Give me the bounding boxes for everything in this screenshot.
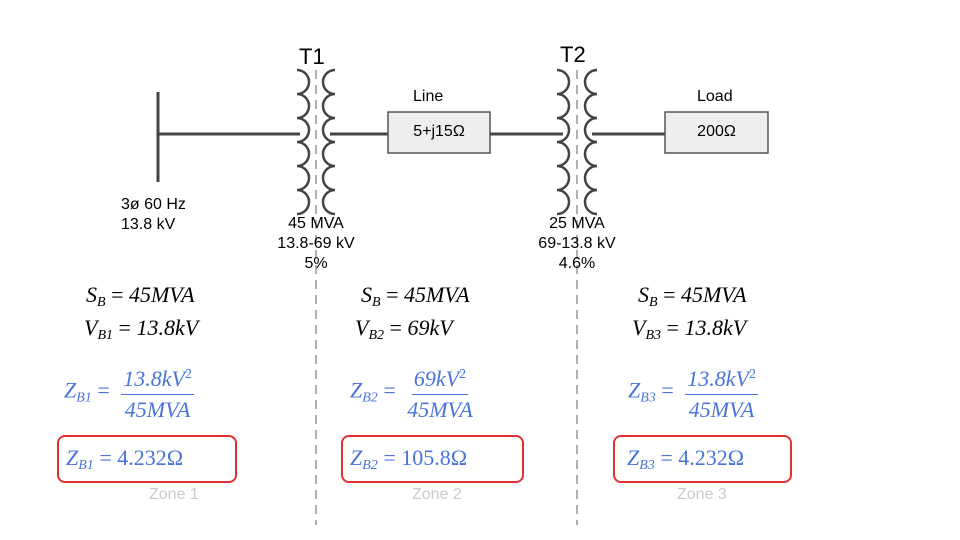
t2-impedance: 4.6% [558,255,596,272]
t2-transformer-symbol [556,68,598,216]
zone3-result-highlight [613,435,792,483]
zone1-result-highlight [57,435,237,483]
zone3-label: Zone 3 [677,486,727,503]
zone3-sb-equation: SB = 45MVA [638,282,747,310]
zone1-sb-equation: SB = 45MVA [86,282,195,310]
zone1-vb-equation: VB1 = 13.8kV [84,315,199,343]
t1-impedance: 5% [304,255,328,272]
line-impedance-value: 5+j15Ω [413,123,465,140]
source-label: 3ø 60 Hz 13.8 kV [121,195,186,235]
line-impedance-box [387,111,491,154]
t2-voltage: 69-13.8 kV [538,235,616,252]
zone1-zb-result: ZB1 = 4.232Ω [66,445,184,473]
t2-title: T2 [560,42,586,67]
t1-ratings: 45 MVA 13.8-69 kV 5% [256,214,376,274]
zone3-vb-equation: VB3 = 13.8kV [632,315,747,343]
t1-rating: 45 MVA [288,215,344,232]
t1-voltage: 13.8-69 kV [277,235,355,252]
t1-transformer-symbol [296,68,336,216]
zone2-label: Zone 2 [412,486,462,503]
t2-rating: 25 MVA [549,215,605,232]
source-voltage: 13.8 kV [121,216,176,233]
t1-title: T1 [299,44,325,69]
zone2-result-highlight [341,435,524,483]
load-box [664,111,769,154]
zone3-zb-result: ZB3 = 4.232Ω [627,445,745,473]
load-label: Load [697,88,733,105]
zone2-sb-equation: SB = 45MVA [361,282,470,310]
zone2-zb-result: ZB2 = 105.8Ω [350,445,468,473]
t2-ratings: 25 MVA 69-13.8 kV 4.6% [517,214,637,274]
source-phase: 3ø 60 Hz [121,196,186,213]
zone1-label: Zone 1 [149,486,199,503]
zone2-vb-equation: VB2 = 69kV [355,315,453,343]
line-label: Line [413,88,444,105]
load-impedance-value: 200Ω [697,123,736,140]
